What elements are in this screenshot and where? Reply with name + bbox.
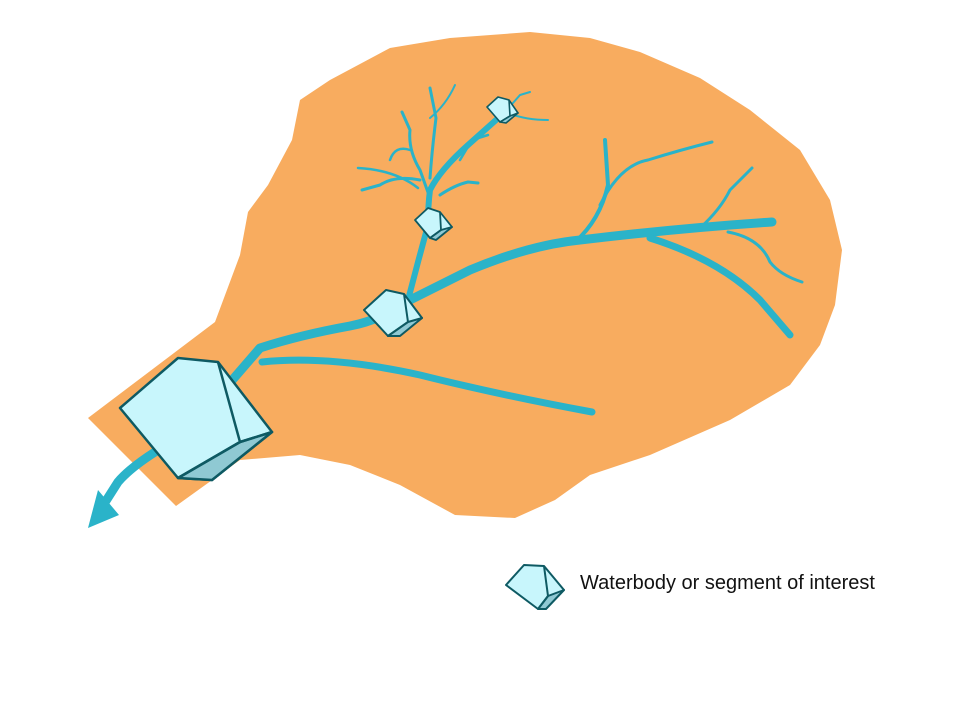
- outlet-stream: [99, 447, 160, 509]
- branch: [598, 140, 714, 207]
- branch: [573, 138, 610, 244]
- lower-tributary: [258, 356, 596, 416]
- main-stream: [223, 217, 777, 390]
- branch: [698, 166, 754, 230]
- branch: [388, 147, 412, 162]
- branch: [360, 176, 422, 192]
- outlet-arrow-icon: [88, 490, 119, 528]
- waterbody-cube-medium: [363, 289, 423, 337]
- waterbody-cube-large: [118, 356, 274, 482]
- legend-cube-icon: [505, 564, 565, 610]
- branch: [429, 84, 456, 119]
- waterbody-cube-small: [414, 207, 453, 241]
- waterbody-cube-tiny: [486, 96, 519, 124]
- branch: [428, 86, 438, 180]
- branch: [400, 110, 432, 200]
- legend-label: Waterbody or segment of interest: [580, 572, 875, 594]
- right-fork: [646, 234, 794, 339]
- branch: [438, 180, 480, 197]
- branch: [356, 166, 420, 190]
- branch: [458, 133, 490, 162]
- branch: [726, 230, 804, 284]
